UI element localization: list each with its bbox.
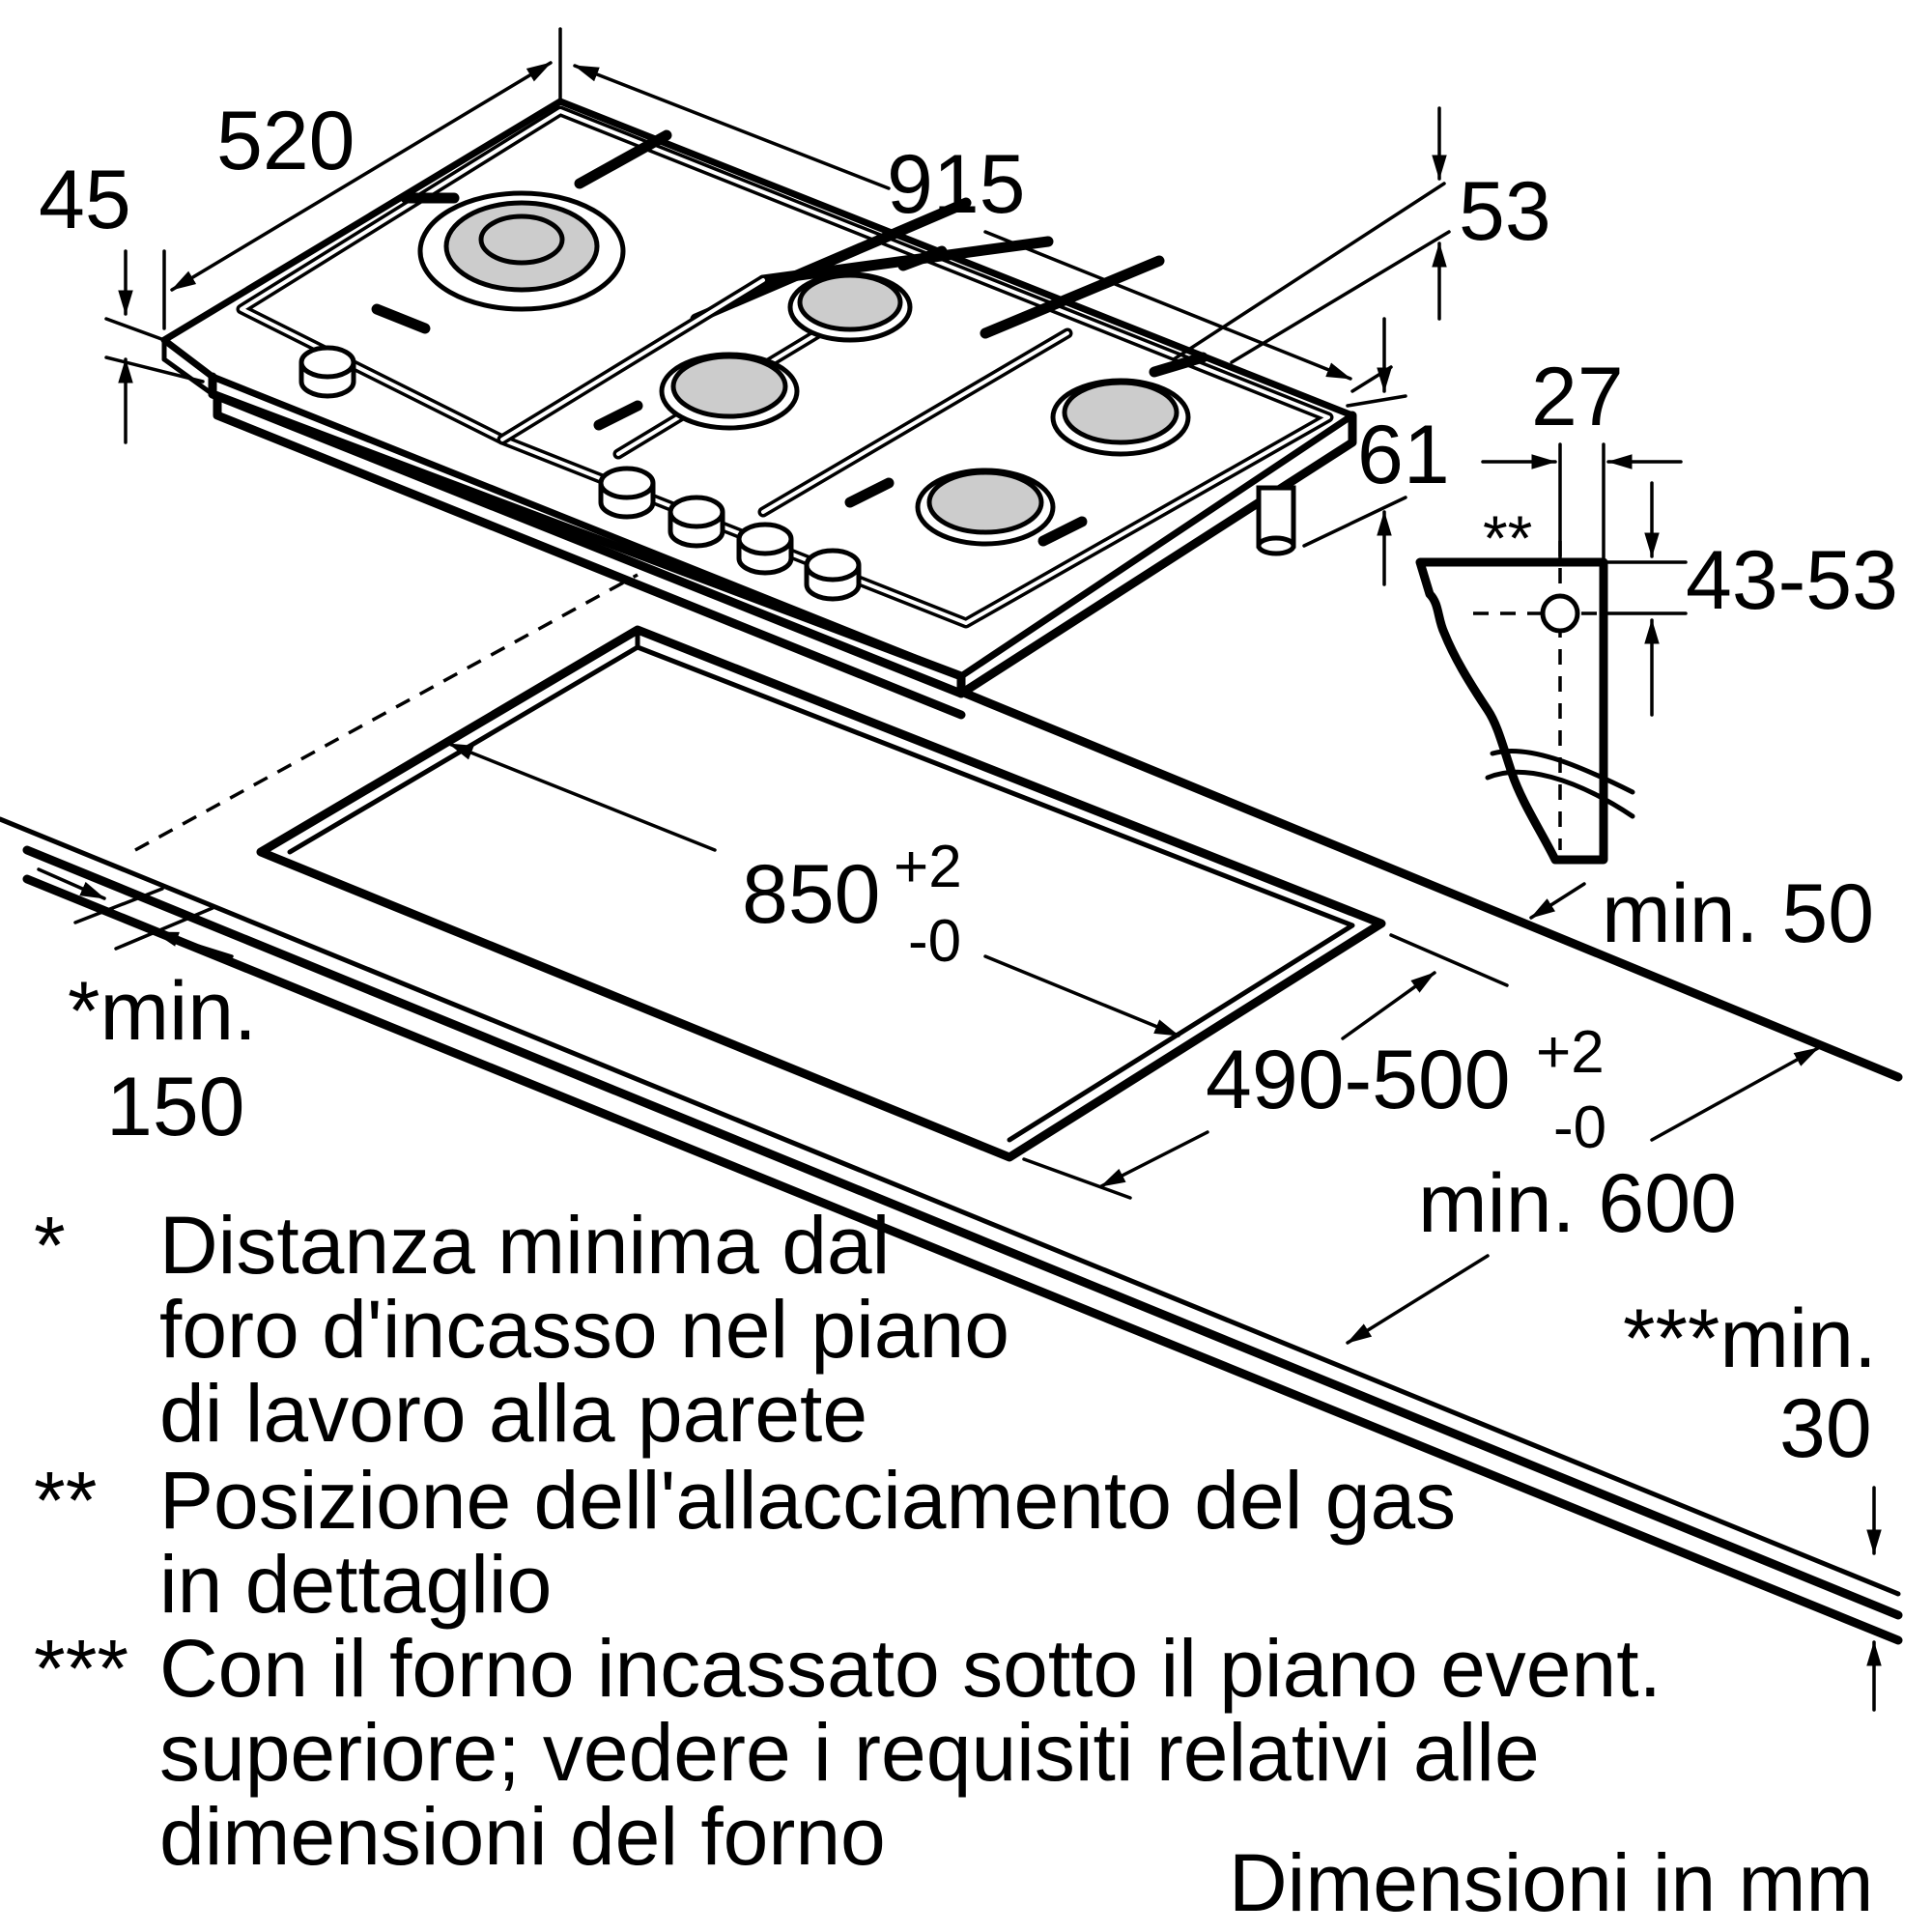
burner-icon [659,352,800,431]
dim-min-30-line2: 30 [1779,1382,1872,1475]
gas-connection-marker: ** [1483,502,1532,574]
knob-icon [598,466,656,520]
dim-490-500: 490-500 [1206,1034,1511,1126]
note-1-line-3: di lavoro alla parete [159,1368,867,1459]
note-3-line-1: Con il forno incassato sotto il piano ev… [159,1623,1662,1714]
dim-43-53: 43-53 [1686,534,1898,627]
dim-27: 27 [1531,351,1624,443]
dim-915: 915 [887,138,1026,231]
dim-490-tol-minus: -0 [1553,1094,1606,1161]
knob-icon [298,345,356,399]
burner-icon [417,190,626,312]
note-1-line-2: foro d'incasso nel piano [159,1284,1009,1375]
dim-850: 850 [742,848,881,941]
burner-icon [1050,378,1191,457]
dim-490-tol-plus: +2 [1536,1019,1605,1086]
dim-53: 53 [1459,165,1551,258]
knob-icon [804,548,862,602]
dim-min-150-line2: 150 [106,1061,245,1153]
footnotes: * Distanza minima dal foro d'incasso nel… [34,1200,1874,1928]
burner-icon [787,271,913,343]
note-2-marker: ** [34,1455,97,1546]
note-1-marker: * [34,1200,66,1291]
hob [160,98,1357,720]
dim-850-tol-minus: -0 [908,908,961,975]
knob-icon [736,522,794,576]
dim-850-tol-plus: +2 [894,834,962,900]
dim-45: 45 [39,154,131,246]
units-note: Dimensioni in mm [1229,1837,1874,1928]
dim-520: 520 [216,95,355,187]
dim-min-600: min. 600 [1418,1157,1737,1250]
dimension-lines [37,27,1882,1712]
dim-61: 61 [1357,409,1450,501]
dimension-labels: 45 520 915 53 27 61 ** 43-53 850 +2 -0 4… [39,95,1898,1475]
knob-icon [668,495,725,549]
note-1-line-1: Distanza minima dal [159,1200,890,1291]
gas-connector-icon [1256,485,1296,556]
worktop [0,573,1903,1645]
gas-connection-detail [1415,442,1688,865]
note-3-line-3: dimensioni del forno [159,1791,886,1882]
dim-min-30-line1: ***min. [1623,1293,1877,1385]
note-2-line-1: Posizione dell'allacciamento del gas [159,1455,1456,1546]
dim-min-50: min. 50 [1602,867,1874,960]
note-2-line-2: in dettaglio [159,1539,552,1630]
note-3-marker: *** [34,1623,128,1714]
dim-min-150-line1: *min. [68,965,257,1058]
note-3-line-2: superiore; vedere i requisiti relativi a… [159,1707,1540,1798]
burner-icon [915,468,1056,547]
